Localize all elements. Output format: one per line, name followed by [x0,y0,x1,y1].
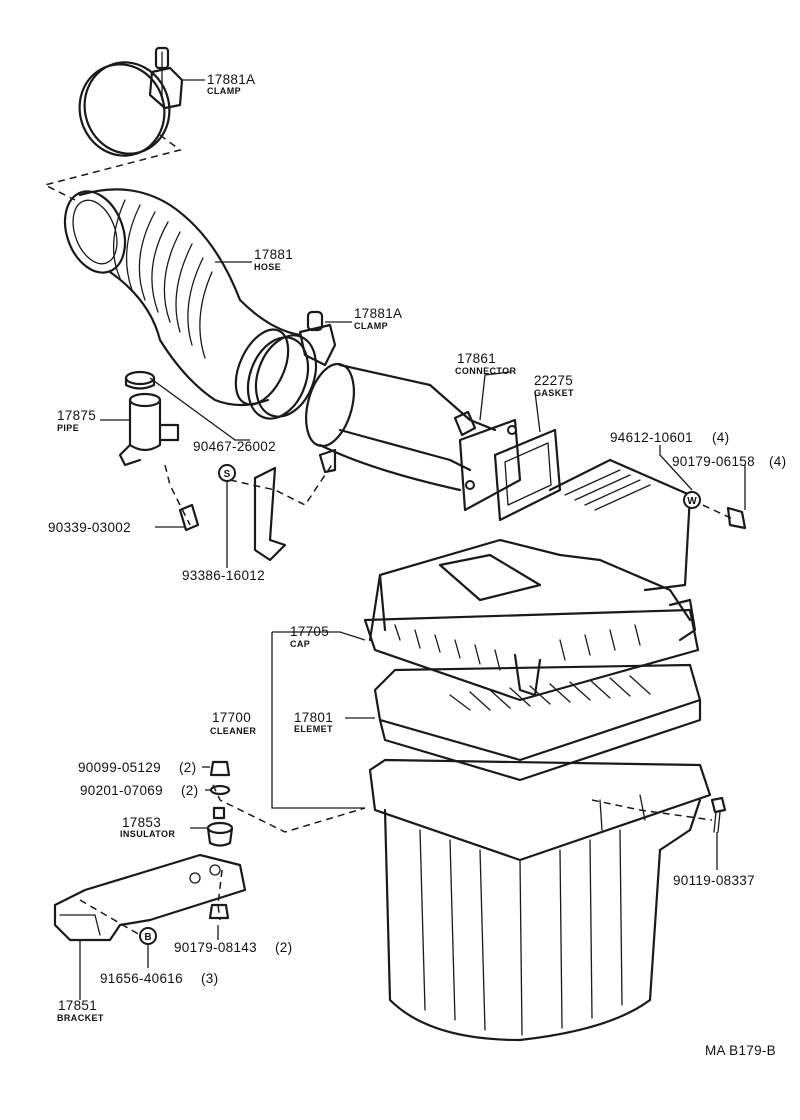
callout-cap: 17705 CAP [290,624,329,649]
part-name: CAP [290,639,310,649]
callout-washer-mid: 90201-07069 (2) [80,783,198,798]
symbol-w-label: W [687,496,697,507]
callout-connector: 17861 CONNECTOR [455,351,517,376]
part-name: PIPE [57,423,79,433]
callout-stay-bracket: 93386-16012 [182,568,265,583]
callout-hose: 17881 HOSE [254,247,293,272]
callout-element: 17801 ELEMET [294,710,333,734]
part-number: 17881A [207,72,255,87]
part-name: CLAMP [354,321,388,331]
part-number: 17705 [290,624,329,639]
part-number: 17875 [57,408,96,423]
part-number: 17853 [122,815,161,830]
quantity: (2) [181,783,198,798]
air-cleaner-case-part [368,758,712,1042]
part-number: 17801 [294,710,333,725]
part-name: GASKET [534,388,574,398]
part-number: 90201-07069 [80,783,163,798]
stay-bracket-part [253,466,287,562]
quantity: (4) [712,430,729,445]
bracket-part [53,853,247,942]
part-name: BRACKET [57,1013,104,1023]
part-number: 22275 [534,373,573,388]
callout-bolt-b: 91656-40616 (3) [100,971,218,986]
part-number: 90179-08143 [174,940,257,955]
callout-pipe: 17875 PIPE [57,408,96,433]
gasket-part [493,428,562,522]
diagram-id: MA B179-B [705,1043,776,1058]
quantity: (4) [769,454,786,469]
callout-bolt-case: 90119-08337 [673,873,755,888]
clamp-middle-part [246,310,337,420]
part-number: 17851 [58,998,97,1013]
callout-gasket: 22275 GASKET [534,373,574,398]
part-number: 17881 [254,247,293,262]
clamp-top-part [78,46,184,157]
callout-nut-top: 90099-05129 (2) [78,760,196,775]
quantity: (3) [201,971,218,986]
washer-clip-hardware [710,506,747,833]
part-number: 90119-08337 [673,873,755,888]
callout-nut-bottom: 90179-08143 (2) [174,940,292,955]
part-number: 90467-26002 [193,439,276,454]
callout-bracket: 17851 BRACKET [57,998,104,1023]
part-name: CLEANER [210,726,256,736]
callout-insulator: 17853 INSULATOR [120,815,175,839]
symbol-b-label: B [144,932,151,943]
part-number: 90339-03002 [48,520,131,535]
part-number: 17700 [212,710,251,725]
symbol-w-marker: W [683,491,701,509]
callout-clip-w: 90179-06158 (4) [672,454,786,469]
part-number: 90179-06158 [672,454,755,469]
part-number: 93386-16012 [182,568,265,583]
quantity: (2) [179,760,196,775]
part-name: ELEMET [294,724,333,734]
symbol-s-label: S [224,469,231,480]
callout-pipe-cap: 90467-26002 [193,439,276,454]
part-number: 17881A [354,306,402,321]
symbol-b-marker: B [139,927,157,945]
part-name: HOSE [254,262,281,272]
quantity: (2) [275,940,292,955]
symbol-s-marker: S [218,464,236,482]
callout-cleaner: 17700 CLEANER [210,710,256,736]
air-filter-element-part [373,663,702,782]
hose-part [63,188,302,407]
connector-part [305,362,522,512]
part-name: CLAMP [207,86,241,96]
part-name: INSULATOR [120,829,175,839]
air-cleaner-cap-part [363,458,700,702]
part-number: 91656-40616 [100,971,183,986]
part-name: CONNECTOR [455,366,517,376]
pipe-part [118,370,200,532]
part-number: 17861 [457,351,496,366]
callout-pipe-plug: 90339-03002 [48,520,131,535]
assembly-dashed-lines [42,134,736,936]
leader-lines [79,79,746,1000]
callout-clamp-mid: 17881A CLAMP [354,306,402,331]
callout-washer-w: 94612-10601 (4) [610,430,729,445]
part-number: 90099-05129 [78,760,161,775]
part-number: 94612-10601 [610,430,693,445]
callout-clamp-top: 17881A CLAMP [207,72,255,96]
